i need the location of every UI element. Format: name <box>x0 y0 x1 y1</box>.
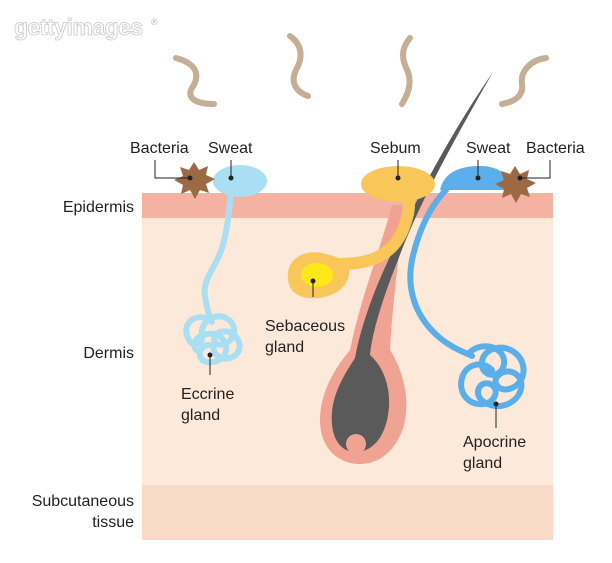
hair-papilla <box>346 434 366 454</box>
leader-bacteria-right <box>520 160 551 179</box>
odor-line-3 <box>399 35 413 107</box>
eccrine-coil <box>183 313 243 366</box>
label-eccrine-line1: Eccrine <box>181 386 234 403</box>
leader-dots <box>187 175 523 407</box>
dot-eccrine <box>207 352 213 358</box>
sebaceous-gland-core <box>301 263 333 287</box>
dot-bacteria-right <box>517 175 523 181</box>
odor-line-1 <box>173 55 217 107</box>
bacteria-right-icon <box>495 166 536 203</box>
watermark-text: gettyimages <box>14 14 143 40</box>
label-sebaceous-line1: Sebaceous <box>265 318 345 335</box>
odor-line-2 <box>287 33 311 99</box>
apocrine-coil <box>458 343 527 410</box>
epidermis-layer <box>142 193 553 218</box>
dot-sebaceous <box>310 278 316 284</box>
sebaceous-duct <box>334 186 415 270</box>
label-apocrine-line1: Apocrine <box>463 434 526 451</box>
label-sebaceous-line2: gland <box>265 339 304 356</box>
odor-lines <box>173 33 549 107</box>
apocrine-gland <box>407 187 527 410</box>
label-bacteria-left: Bacteria <box>130 140 189 157</box>
label-dermis: Dermis <box>83 345 134 362</box>
dot-sweat-right <box>475 175 481 181</box>
dot-sweat-left <box>228 175 234 181</box>
watermark-registered-mark: ® <box>151 17 158 27</box>
label-apocrine-line2: gland <box>463 455 502 472</box>
dot-apocrine <box>493 401 499 407</box>
hair-shaft <box>331 72 493 452</box>
odor-line-4 <box>499 55 549 107</box>
subcutaneous-layer <box>142 485 553 540</box>
dot-sebum <box>395 175 401 181</box>
sweat-drop-left <box>213 165 267 197</box>
leader-bacteria-left <box>154 160 190 179</box>
label-subcutaneous-line1: Subcutaneous <box>32 493 134 510</box>
bacteria-left-icon <box>174 162 215 199</box>
label-sebum: Sebum <box>370 140 421 157</box>
eccrine-gland <box>183 179 243 366</box>
apocrine-duct <box>407 187 475 359</box>
leader-lines <box>154 160 551 428</box>
label-subcutaneous-line2: tissue <box>92 514 134 531</box>
watermark: gettyimages ® <box>14 14 158 41</box>
dot-bacteria-left <box>187 175 193 181</box>
sweat-drop-right <box>440 166 510 190</box>
eccrine-duct <box>201 179 235 325</box>
label-eccrine-line2: gland <box>181 407 220 424</box>
label-sweat-left: Sweat <box>208 140 253 157</box>
label-bacteria-right: Bacteria <box>526 140 585 157</box>
label-epidermis: Epidermis <box>63 199 134 216</box>
sebum-drop <box>361 166 435 202</box>
label-sweat-right: Sweat <box>466 140 511 157</box>
